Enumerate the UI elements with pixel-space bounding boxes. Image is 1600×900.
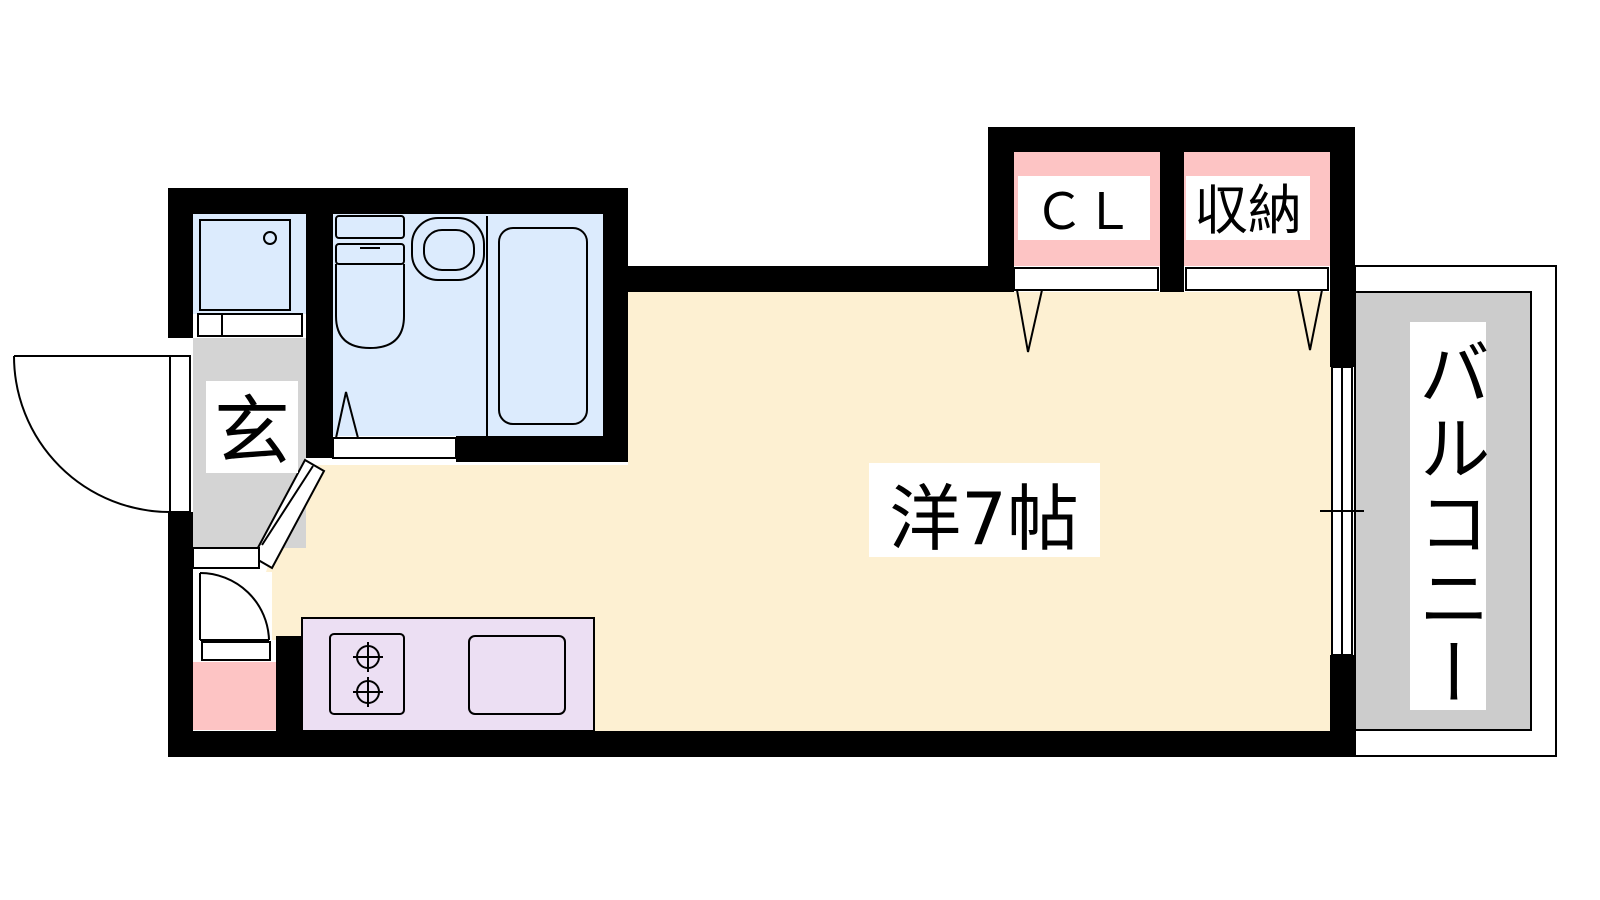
balcony-railing [1354,265,1557,757]
gas-stove [329,633,405,715]
storage-label-bg [1186,176,1310,240]
kitchen-sink [468,635,566,715]
wash-basin [411,217,485,281]
washer-pan [199,219,291,311]
shoe-cabinet-door[interactable] [199,572,271,661]
bathroom-floor [333,214,603,436]
storage-label: 収納 [1194,179,1302,242]
closet-label-bg [1018,176,1150,240]
balcony-label: バルコニー [1406,336,1490,708]
entrance-door[interactable] [13,355,191,513]
main-room-label: 洋7帖 [889,477,1079,561]
washer-wall-opening [197,313,303,337]
balcony-window[interactable] [1320,366,1364,656]
entrance-label-bg [206,381,298,473]
walls [168,127,1355,757]
toilet [335,215,405,350]
closet-label: ＣＬ [1034,183,1134,241]
storage-door[interactable] [1185,267,1329,351]
balcony-label-bg [1410,322,1486,710]
bathroom-door[interactable] [332,391,457,459]
fridge-space [193,662,276,730]
closet-door[interactable] [1013,267,1159,353]
step-line [192,547,260,569]
entrance-label: 玄 [214,387,290,476]
entrance-inner-door[interactable] [251,458,326,570]
main-room-label-bg [869,463,1100,557]
bathtub [498,227,588,425]
